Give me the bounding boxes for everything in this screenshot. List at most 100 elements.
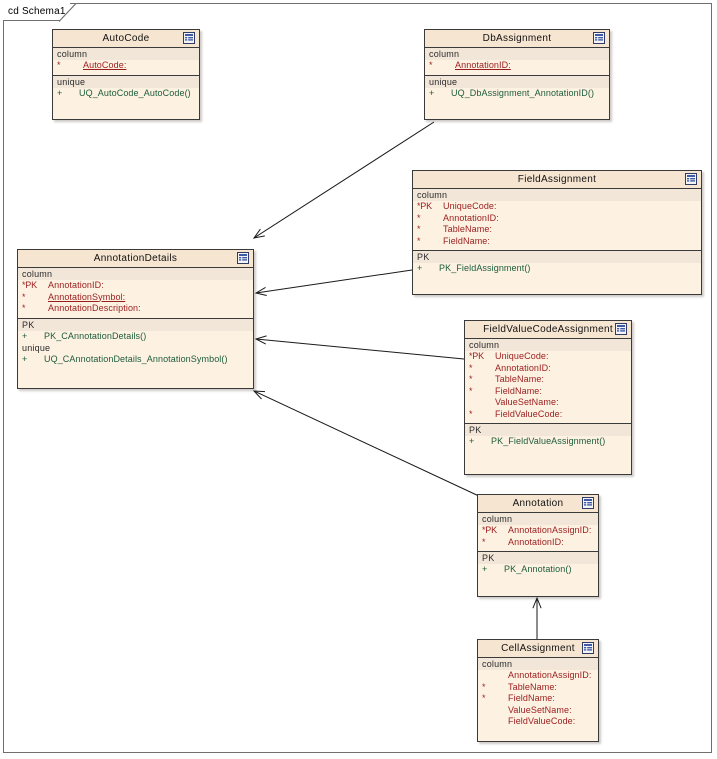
feature-name: PK_CAnnotationDetails() [44,330,147,341]
feature-marker: + [469,436,475,446]
feature-marker: * [417,224,421,234]
feature-row[interactable]: * AnnotationDescription: [18,303,253,315]
feature-marker: * [469,374,473,384]
class-header-autocode[interactable]: AutoCode [53,30,199,48]
feature-name: AnnotationID: [508,536,564,547]
feature-row[interactable]: * AnnotationID: [478,537,598,549]
feature-row[interactable]: +UQ_AutoCode_AutoCode() [53,88,199,100]
group-label-fieldassignment-column: column [413,189,701,201]
feature-row[interactable]: *FieldValueCode: [465,409,631,421]
group-label-annotationdetails-unique: unique [22,343,51,353]
feature-row[interactable]: +PK_CAnnotationDetails() [18,331,253,343]
feature-name: UniqueCode: [443,201,497,211]
feature-row[interactable]: *PK UniqueCode: [465,351,631,363]
feature-row[interactable]: ValueSetName: [465,397,631,409]
table-grid-icon [582,497,594,509]
group-label-fieldvaluecodeassignment-PK: PK [465,424,631,436]
group-label-annotationdetails-PK: PK [18,318,253,331]
class-title-fieldassignment: FieldAssignment [517,174,597,185]
class-box-fieldassignment[interactable]: FieldAssignment column*PK UniqueCode: *Anno… [412,170,702,295]
feature-row[interactable]: ValueSetName: [478,705,598,717]
feature-marker: + [417,263,423,273]
feature-marker: * [417,235,421,246]
feature-row[interactable]: *AnnotationSymbol: [18,292,253,304]
feature-name: AnnotationAssignID: [508,525,592,535]
feature-row[interactable]: *PK AnnotationAssignID: [478,525,598,537]
class-header-annotation[interactable]: Annotation [478,495,598,513]
feature-marker: *PK [482,525,497,535]
feature-row[interactable]: * FieldName: [413,236,701,248]
class-compartment-annotation-0: column*PK AnnotationAssignID: * AnnotationI… [478,513,598,552]
feature-name: AnnotationAssignID: [508,670,592,680]
feature-row[interactable]: *AnnotationID: [465,363,631,375]
feature-name: TableName: [495,374,545,384]
feature-marker: * [482,536,486,547]
feature-name: AnnotationDescription: [48,303,141,313]
group-label-cellassignment-column: column [478,658,598,670]
feature-row[interactable]: FieldValueCode: [478,716,598,728]
class-title-annotation: Annotation [512,498,564,509]
feature-marker: * [429,60,433,70]
feature-row[interactable]: + PK_FieldValueAssignment() [465,436,631,448]
feature-name: UQ_AutoCode_AutoCode() [79,87,191,98]
feature-row[interactable]: +UQ_CAnnotationDetails_AnnotationSymbol(… [18,354,253,366]
feature-name: UniqueCode: [495,351,549,361]
feature-row[interactable]: *AnnotationID: [413,213,701,225]
group-label-fieldvaluecodeassignment-column: column [465,339,631,351]
feature-name: FieldValueCode: [508,716,576,726]
feature-row[interactable]: *PK UniqueCode: [413,201,701,213]
feature-row[interactable]: + PK_FieldAssignment() [413,263,701,275]
feature-marker: *PK [417,201,432,211]
feature-row[interactable]: *AnnotationID: [425,60,609,72]
table-grid-icon [582,642,594,654]
class-title-annotationdetails: AnnotationDetails [93,253,178,264]
group-label-annotation-column: column [478,513,598,525]
feature-row[interactable]: *TableName: [478,682,598,694]
feature-name: AnnotationSymbol: [48,291,126,302]
feature-row[interactable]: *FieldName: [465,386,631,398]
feature-row[interactable]: AnnotationAssignID: [478,670,598,682]
class-header-fieldassignment[interactable]: FieldAssignment [413,171,701,189]
table-grid-icon [615,323,627,335]
feature-marker: + [482,564,488,574]
feature-name: FieldName: [443,235,491,246]
class-compartment-annotationdetails-1: PK+PK_CAnnotationDetails()unique+UQ_CAnn… [18,318,253,369]
feature-marker: + [429,87,435,98]
class-compartment-fieldassignment-0: column*PK UniqueCode: *AnnotationID:*Table… [413,189,701,251]
feature-row[interactable]: *AutoCode: [53,60,199,72]
feature-name: PK_FieldValueAssignment() [491,436,606,446]
feature-marker: * [469,408,473,419]
class-box-annotation[interactable]: Annotation column*PK AnnotationAssignID: * A… [477,494,599,597]
feature-row[interactable]: *FieldName: [478,693,598,705]
feature-marker: * [482,681,486,692]
feature-name: UQ_DbAssignment_AnnotationID() [451,87,595,98]
class-header-fieldvaluecodeassignment[interactable]: FieldValueCodeAssignment [465,321,631,339]
class-compartment-autocode-0: column*AutoCode: [53,48,199,76]
class-header-dbassignment[interactable]: DbAssignment [425,30,609,48]
class-title-dbassignment: DbAssignment [482,33,552,44]
class-header-annotationdetails[interactable]: AnnotationDetails [18,250,253,268]
feature-name: ValueSetName: [508,704,572,715]
feature-name: FieldName: [508,693,556,703]
feature-row[interactable]: * TableName: [465,374,631,386]
feature-marker: * [417,212,421,223]
feature-row[interactable]: + UQ_DbAssignment_AnnotationID() [425,88,609,100]
class-title-cellassignment: CellAssignment [501,643,575,654]
feature-row[interactable]: *TableName: [413,224,701,236]
feature-marker: * [22,303,26,313]
class-header-cellassignment[interactable]: CellAssignment [478,640,598,658]
feature-marker: *PK [469,351,484,361]
feature-name: ValueSetName: [495,397,559,407]
feature-row[interactable]: +PK_Annotation() [478,564,598,576]
feature-name: AnnotationID: [48,280,104,290]
group-label-autocode-unique: unique [53,75,199,88]
feature-name: PK_FieldAssignment() [439,263,531,273]
class-compartment-annotation-1: PK+PK_Annotation() [478,552,598,579]
